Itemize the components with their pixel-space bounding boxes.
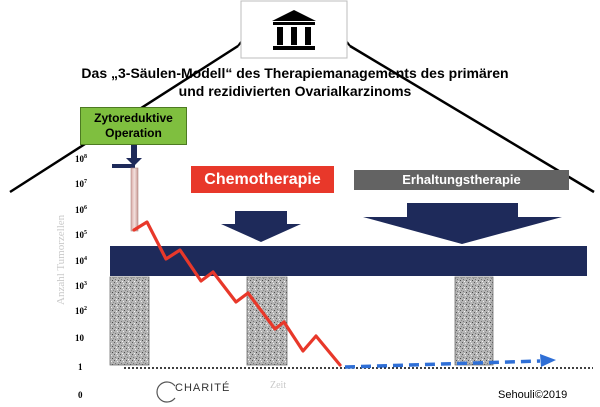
charite-logo-arc: [156, 381, 176, 403]
y-tick: 1: [78, 362, 83, 372]
copyright-text: Sehouli©2019: [498, 389, 568, 401]
title-line-1: Das „3-Säulen-Modell“ des Therapiemanage…: [81, 65, 509, 81]
pillar-surgery: [109, 276, 150, 366]
surgery-label: Zytoreduktive Operation: [80, 107, 187, 145]
maintenance-therapy-label: Erhaltungstherapie: [354, 170, 569, 190]
diagram-title: Das „3-Säulen-Modell“ des Therapiemanage…: [60, 64, 530, 100]
pillar-chemotherapy: [246, 276, 288, 366]
y-tick: 102: [75, 306, 87, 316]
y-tick: 105: [75, 230, 87, 240]
y-tick: 104: [75, 256, 87, 266]
charite-logo: CHARITÉ: [161, 378, 231, 400]
y-tick: 106: [75, 205, 87, 215]
y-tick: 0: [78, 390, 83, 400]
y-tick: 108: [75, 154, 87, 164]
building-columns-icon: [240, 0, 348, 59]
tumor-cell-line: [132, 220, 342, 367]
x-axis-label: Zeit: [270, 380, 287, 391]
projected-course-arrowhead: [540, 354, 556, 367]
surgery-shaft: [130, 167, 139, 232]
y-tick: 103: [75, 281, 87, 291]
roof-beam: [110, 246, 587, 276]
projected-course-line: [344, 359, 541, 369]
chemotherapy-label: Chemotherapie: [191, 166, 334, 193]
y-tick: 10: [75, 333, 84, 343]
chemo-arrow: [221, 211, 301, 242]
pillar-maintenance: [454, 276, 494, 366]
surgery-arrow: [112, 145, 142, 168]
maintenance-arrow: [363, 203, 562, 244]
y-tick: 107: [75, 179, 87, 189]
title-line-2: und rezidivierten Ovarialkarzinoms: [178, 83, 412, 99]
y-axis-label: Anzahl Tumorzellen: [55, 214, 67, 305]
charite-logo-text: CHARITÉ: [175, 382, 231, 394]
